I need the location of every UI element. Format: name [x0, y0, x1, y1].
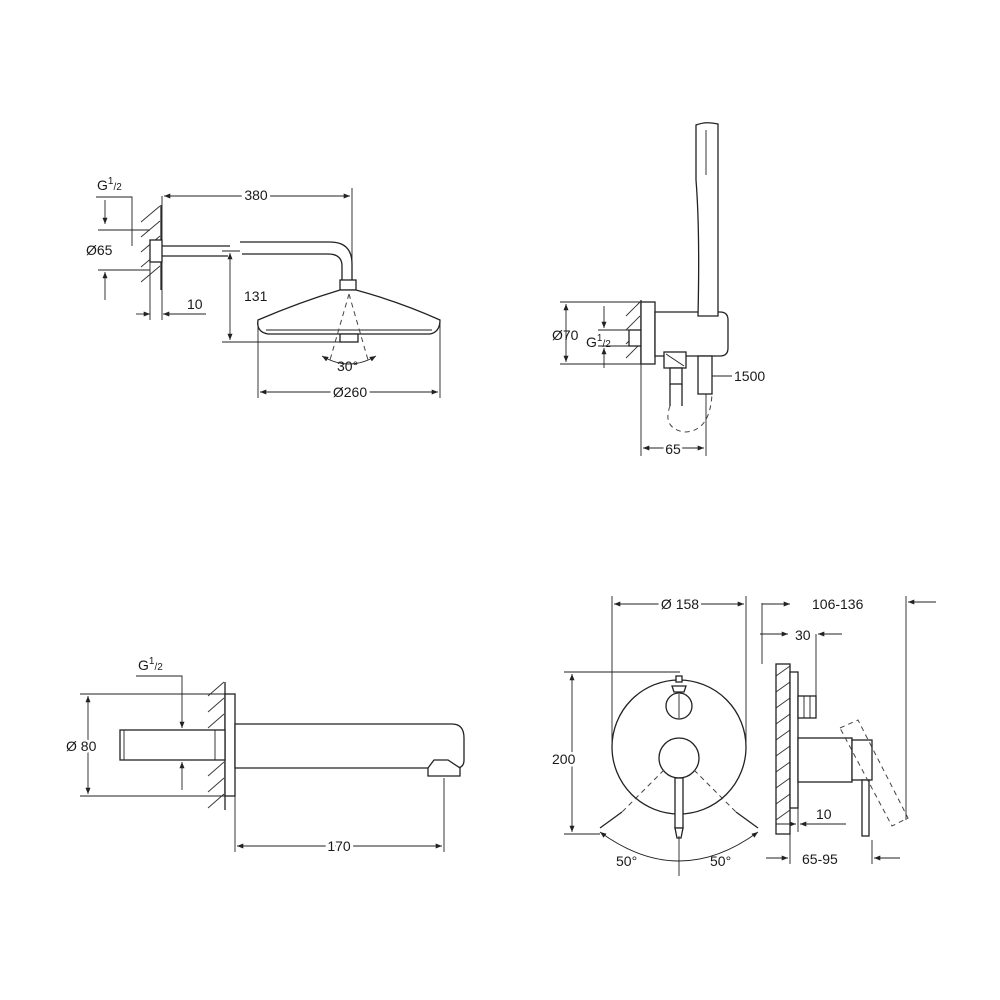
- spout-rosette-diameter-label: Ø 80: [66, 738, 97, 754]
- plate-diameter-label: Ø 158: [661, 596, 699, 612]
- mixer-view: 50° 50° Ø 158 200: [550, 593, 936, 876]
- spout-connector: [119, 729, 226, 761]
- hose-length-label: 1500: [734, 368, 765, 384]
- shower-arm-nut: [339, 279, 357, 291]
- angle-right-label: 50°: [710, 853, 731, 869]
- hose: [667, 393, 713, 433]
- mixer-box: [797, 695, 817, 719]
- head-drop-height-label: 131: [244, 288, 268, 304]
- arm-length-label: 380: [244, 187, 268, 203]
- outlet-diameter-label: Ø70: [552, 327, 579, 343]
- shower-head: [257, 289, 441, 335]
- spout-thread-label: G1/2: [138, 656, 163, 673]
- box-depth-label: 30: [795, 627, 811, 643]
- mixer-lever-side: [861, 779, 870, 837]
- hand-projection-label: 65: [665, 441, 681, 457]
- mixer-plate-side: [789, 671, 799, 809]
- mixer-handle-side: [797, 737, 853, 783]
- head-thread-label: G1/2: [97, 176, 122, 193]
- mixer-lever: [674, 777, 684, 829]
- hand-shower-view: Ø70 G1/2 1500 65: [552, 122, 765, 460]
- wall-gap-label: 10: [816, 806, 832, 822]
- head-flange-diameter-label: Ø65: [86, 242, 113, 258]
- spout-body: [234, 723, 465, 769]
- shower-head-nozzle: [339, 333, 359, 343]
- hand-shower-connector: [628, 329, 642, 347]
- hand-shower-rosette: [640, 301, 656, 365]
- shower-arm: [162, 241, 353, 282]
- angle-left-label: 50°: [616, 853, 637, 869]
- hand-shower-handle: [695, 122, 719, 317]
- spout-length-label: 170: [327, 838, 351, 854]
- spray-angle-label: 30°: [337, 358, 358, 374]
- head-wall-offset-label: 10: [187, 296, 203, 312]
- mixer-side-wall: [775, 663, 791, 835]
- head-diameter-label: Ø260: [333, 384, 367, 400]
- head-shower-flange: [149, 239, 163, 263]
- install-depth-label: 106-136: [812, 596, 864, 612]
- spout-outlet: [427, 759, 461, 777]
- hand-shower-holder: [654, 311, 729, 357]
- spout-view: G1/2 Ø 80 170: [64, 656, 465, 857]
- hand-thread-label: G1/2: [586, 333, 611, 350]
- lever-hub: [658, 737, 700, 779]
- plate-height-label: 200: [552, 751, 576, 767]
- spout-rosette: [224, 693, 236, 797]
- head-shower-view: 380 G1/2 Ø65 10 131 30° Ø260: [86, 176, 441, 403]
- lever-projection-label: 65-95: [802, 851, 838, 867]
- diverter-knob: [665, 675, 693, 720]
